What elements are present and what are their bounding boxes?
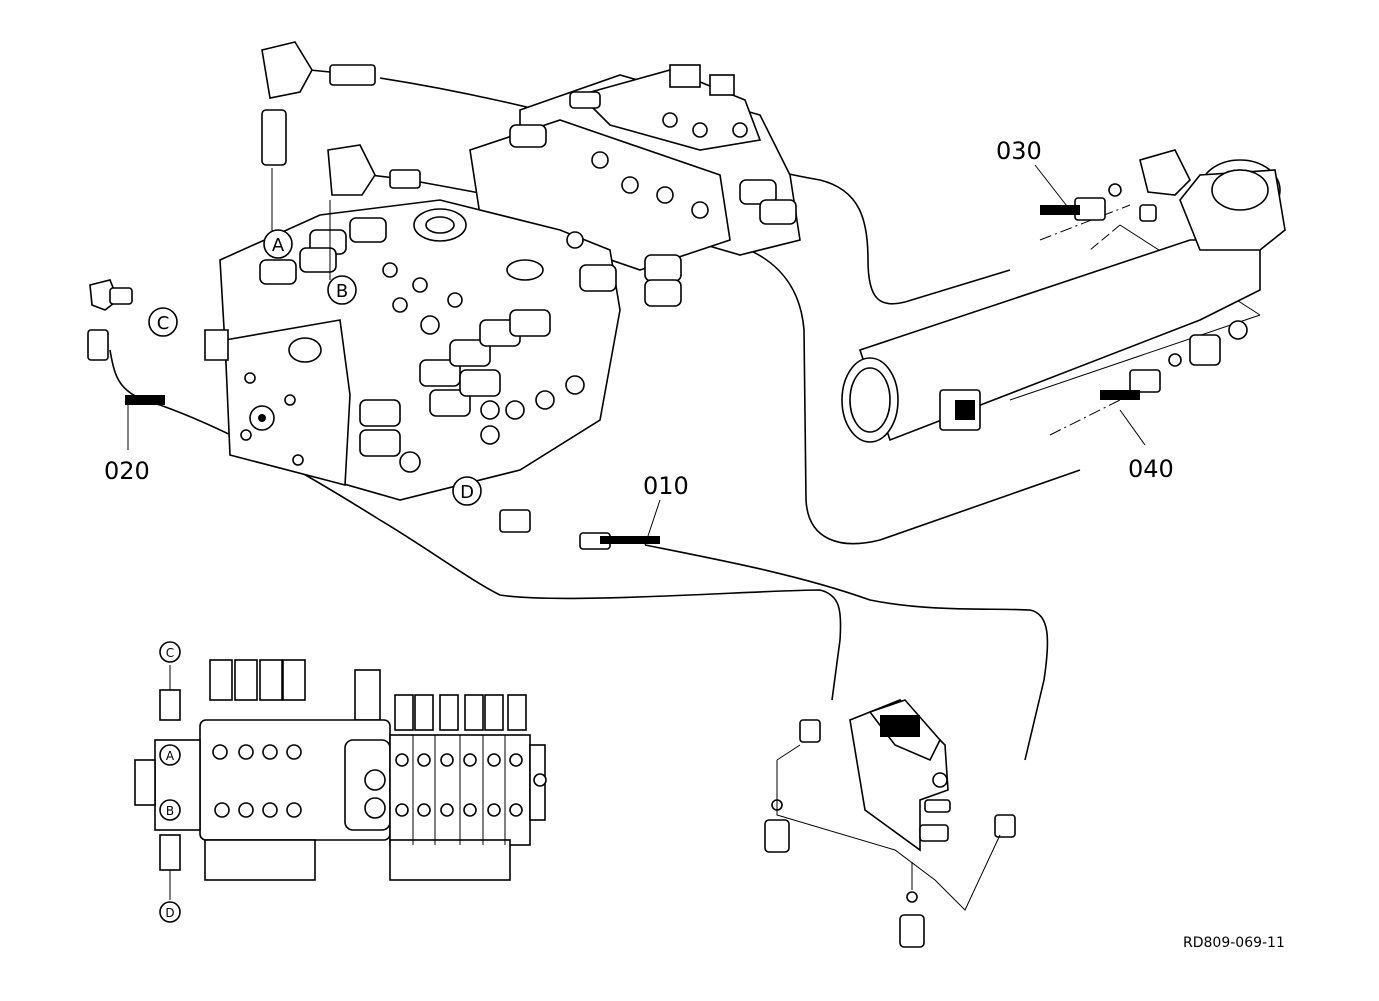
port-callouts: A B C D: [148, 229, 482, 506]
drawing-reference: RD809-069-11: [1183, 935, 1285, 951]
valve-ports: [382, 112, 748, 473]
valve-schematic-inset: C A B D: [134, 641, 547, 923]
inset-port-b-label: B: [166, 804, 174, 818]
control-valve-assembly: [87, 41, 801, 550]
part-010-label: 010: [643, 472, 689, 500]
part-030-label: 030: [996, 137, 1042, 165]
inset-port-a-label: A: [166, 749, 175, 763]
port-b-label: B: [336, 281, 348, 302]
port-d-label: D: [460, 482, 474, 503]
hydraulic-cylinder: [841, 149, 1286, 443]
part-020-label: 020: [104, 457, 150, 485]
port-a-label: A: [272, 235, 285, 256]
part-callouts: 010 020 030 040: [104, 137, 1174, 500]
spool-caps: [259, 91, 797, 457]
inset-port-d-label: D: [165, 906, 174, 920]
port-c-label: C: [157, 313, 170, 334]
part-040-label: 040: [1128, 455, 1174, 483]
inset-ports: [212, 744, 547, 819]
inset-port-c-label: C: [166, 646, 174, 660]
pilot-valve: [764, 699, 1016, 948]
